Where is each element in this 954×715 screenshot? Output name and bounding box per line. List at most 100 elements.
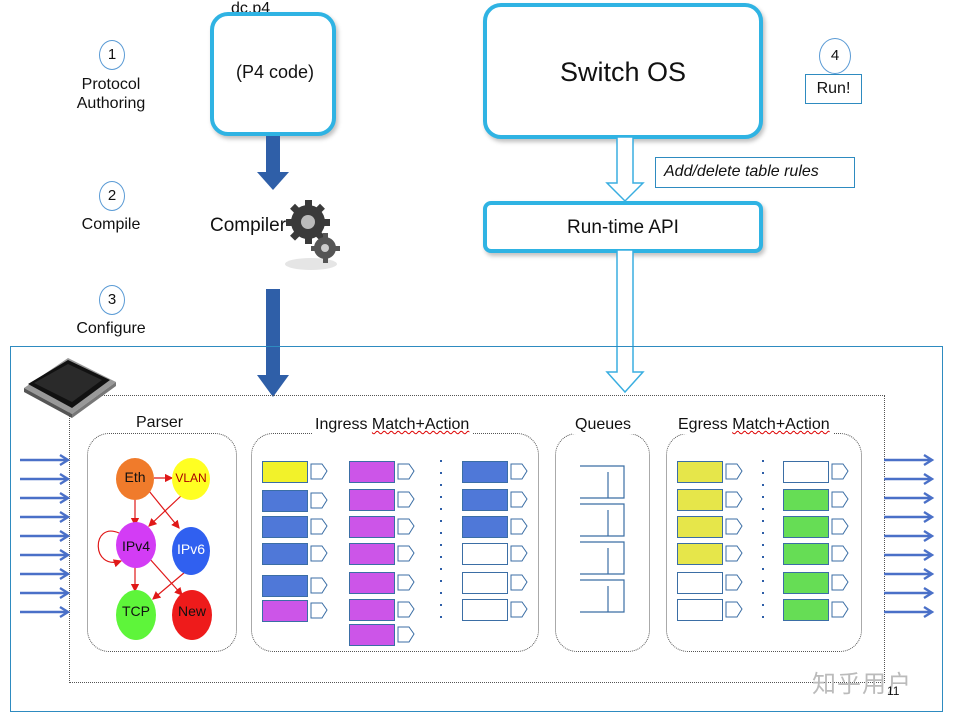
egress-title: Egress Match+Action	[675, 416, 833, 434]
step-4-number: 4	[830, 47, 840, 64]
action-tag	[397, 463, 415, 480]
table-entry	[349, 461, 395, 483]
runtime-api-box: Run-time API	[483, 201, 763, 253]
action-tag	[725, 545, 743, 562]
table-entry	[783, 516, 829, 538]
action-tag	[831, 463, 849, 480]
action-tag	[831, 545, 849, 562]
table-rules-box: Add/delete table rules	[655, 157, 855, 188]
egress-separator	[762, 460, 764, 626]
action-tag	[310, 545, 328, 562]
pipeline-frame	[69, 395, 885, 683]
action-tag	[510, 601, 528, 618]
p4-code-box: (P4 code)	[210, 12, 336, 136]
parser-node-tcp: TCP	[116, 590, 156, 640]
table-entry	[462, 489, 508, 511]
table-entry	[262, 461, 308, 483]
ingress-title-b: Match+Action	[371, 416, 470, 433]
ingress-title: Ingress Match+Action	[312, 416, 473, 434]
queues-title: Queues	[572, 416, 635, 434]
table-entry	[349, 543, 395, 565]
watermark: 知乎用户	[812, 671, 912, 698]
action-tag	[725, 463, 743, 480]
action-tag	[397, 626, 415, 643]
table-entry	[262, 543, 308, 565]
parser-node-ipv4: IPv4	[116, 522, 156, 568]
table-entry	[677, 572, 723, 594]
table-entry	[677, 489, 723, 511]
run-label: Run!	[816, 80, 851, 97]
action-tag	[397, 574, 415, 591]
table-entry	[349, 599, 395, 621]
rules-arrow	[605, 137, 645, 203]
table-entry	[462, 572, 508, 594]
switch-os-label: Switch OS	[559, 57, 687, 87]
step-2-label: Compile	[81, 216, 141, 233]
table-entry	[677, 599, 723, 621]
action-tag	[831, 601, 849, 618]
table-entry	[462, 516, 508, 538]
table-entry	[349, 489, 395, 511]
chip-icon	[24, 358, 116, 418]
runtime-api-label: Run-time API	[567, 217, 679, 238]
configure-arrow	[257, 289, 289, 397]
table-entry	[783, 599, 829, 621]
action-tag	[310, 463, 328, 480]
action-tag	[397, 545, 415, 562]
table-entry	[349, 572, 395, 594]
action-tag	[510, 491, 528, 508]
action-tag	[831, 574, 849, 591]
step-1-number: 1	[107, 46, 117, 63]
step-1-label: Protocol Authoring	[55, 75, 167, 113]
table-entry	[783, 461, 829, 483]
table-entry	[349, 516, 395, 538]
action-tag	[510, 518, 528, 535]
action-tag	[310, 492, 328, 509]
step-2-number: 2	[107, 187, 117, 204]
parser-node-new: New	[172, 590, 212, 640]
action-tag	[510, 574, 528, 591]
table-entry	[677, 516, 723, 538]
table-entry	[262, 490, 308, 512]
table-entry	[262, 600, 308, 622]
ingress-title-a: Ingress	[315, 416, 372, 433]
parser-node-vlan: VLAN	[172, 458, 210, 500]
step-3-number: 3	[107, 291, 117, 308]
parser-node-ipv6: IPv6	[172, 527, 210, 575]
action-tag	[510, 545, 528, 562]
table-entry	[462, 461, 508, 483]
table-entry	[783, 489, 829, 511]
table-entry	[262, 516, 308, 538]
action-tag	[725, 518, 743, 535]
ingress-separator	[440, 460, 442, 626]
compile-arrow	[257, 136, 289, 190]
input-arrows	[20, 453, 71, 619]
gear-icon	[285, 200, 340, 270]
action-tag	[310, 577, 328, 594]
step-2-circle: 2	[99, 181, 125, 211]
action-tag	[310, 518, 328, 535]
table-rules-label: Add/delete table rules	[664, 163, 819, 180]
step-4-circle: 4	[819, 38, 851, 74]
table-entry	[677, 543, 723, 565]
switch-os-box: Switch OS	[483, 3, 763, 139]
step-1-label-line1: Protocol	[81, 76, 141, 93]
parser-section	[87, 433, 237, 652]
action-tag	[725, 491, 743, 508]
parser-title: Parser	[133, 414, 187, 432]
action-tag	[397, 518, 415, 535]
egress-title-b: Match+Action	[732, 416, 830, 433]
device-frame	[10, 346, 943, 712]
output-arrows	[884, 453, 935, 619]
table-entry	[783, 543, 829, 565]
compiler-label: Compiler	[210, 215, 287, 236]
step-1-label-line2: Authoring	[76, 95, 146, 112]
egress-title-a: Egress	[678, 416, 733, 433]
runtime-arrow	[605, 250, 645, 394]
step-3-label: Configure	[76, 320, 146, 337]
action-tag	[725, 601, 743, 618]
table-entry	[783, 572, 829, 594]
run-label-box: Run!	[805, 74, 862, 104]
parser-graph-edges	[97, 473, 192, 600]
step-3-circle: 3	[99, 285, 125, 315]
